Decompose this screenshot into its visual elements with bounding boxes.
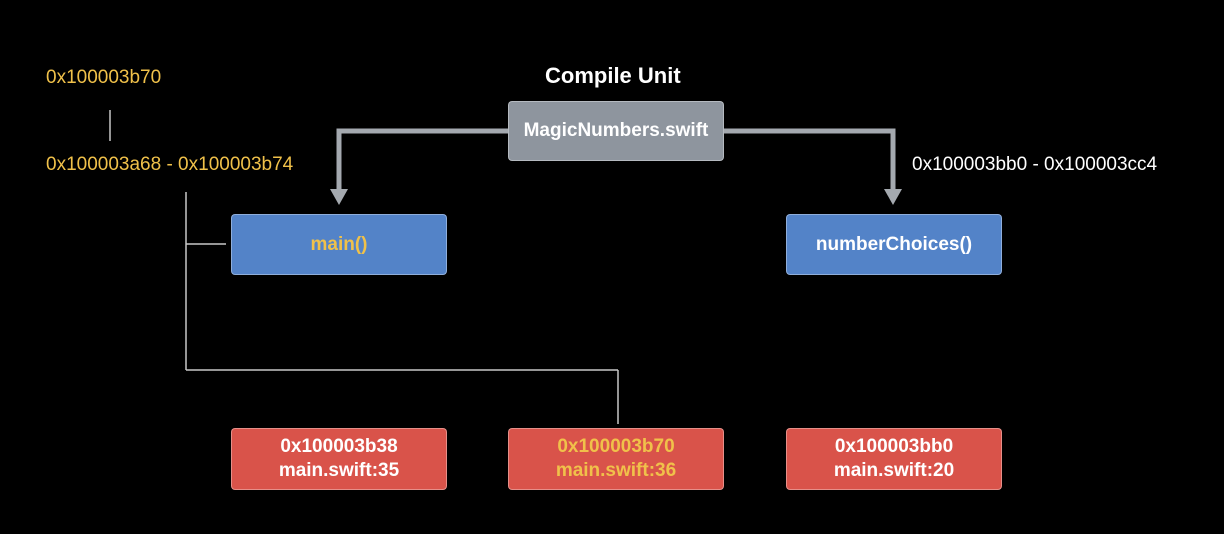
line-entry-box-highlighted: 0x100003b70 main.swift:36 xyxy=(508,428,724,490)
line-entry-address: 0x100003b70 xyxy=(557,436,675,457)
main-range-label: 0x100003a68 - 0x100003b74 xyxy=(46,154,294,175)
line-entry-location: main.swift:36 xyxy=(555,460,677,481)
arrow-head-main xyxy=(330,189,348,205)
compile-unit-box: MagicNumbers.swift xyxy=(508,101,724,161)
diagram-title: Compile Unit xyxy=(545,63,681,88)
line-entry-location: main.swift:20 xyxy=(833,460,955,481)
line-entry-box: 0x100003bb0 main.swift:20 xyxy=(786,428,1002,490)
function-label: numberChoices() xyxy=(815,233,973,255)
line-entry-box: 0x100003b38 main.swift:35 xyxy=(231,428,447,490)
arrow-to-main xyxy=(336,128,508,192)
line-entry-location: main.swift:35 xyxy=(278,460,400,481)
arrow-to-number-choices xyxy=(723,128,896,192)
line-entry-address: 0x100003b38 xyxy=(280,436,398,457)
lookup-address-label: 0x100003b70 xyxy=(46,67,162,88)
arrow-head-number-choices xyxy=(884,189,902,205)
compile-unit-label: MagicNumbers.swift xyxy=(523,120,709,141)
function-box-main: main() xyxy=(231,214,447,275)
line-entry-address: 0x100003bb0 xyxy=(834,436,954,457)
number-choices-range-label: 0x100003bb0 - 0x100003cc4 xyxy=(912,154,1158,175)
function-box-number-choices: numberChoices() xyxy=(786,214,1002,275)
function-label: main() xyxy=(310,233,368,255)
